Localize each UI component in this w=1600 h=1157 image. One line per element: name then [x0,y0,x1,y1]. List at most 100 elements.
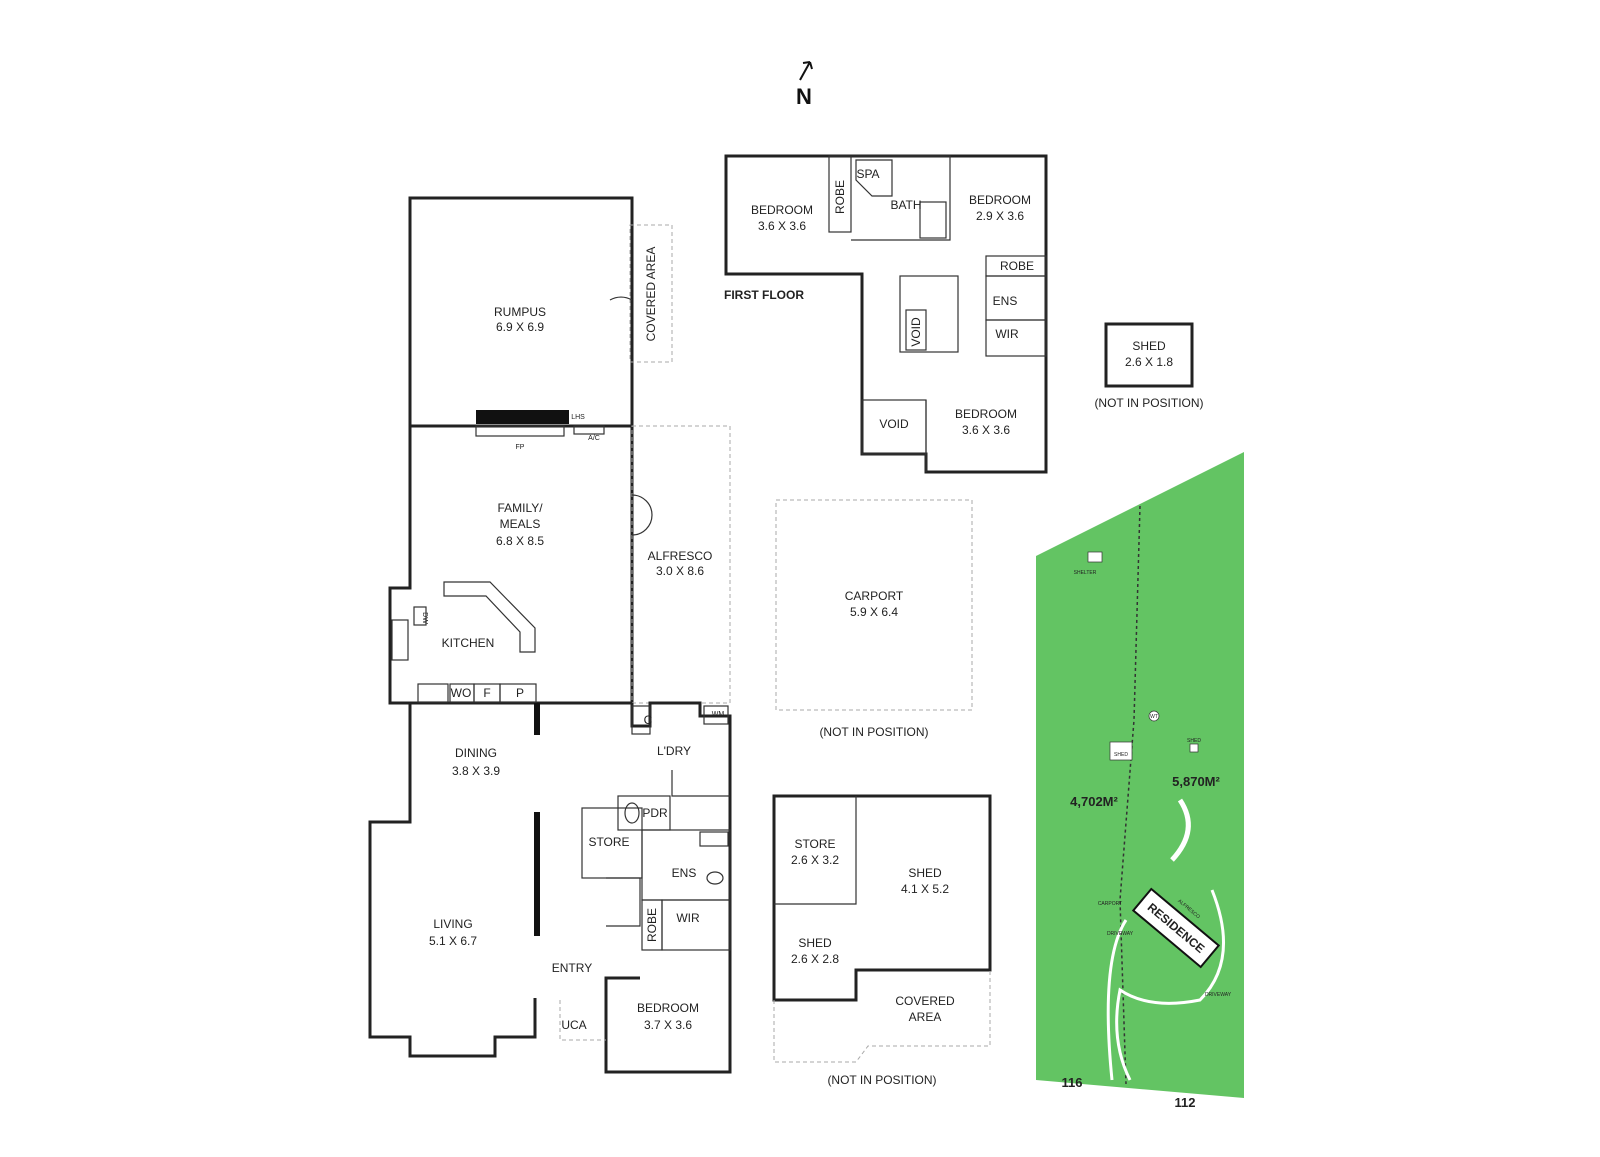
wir-first-label: WIR [995,327,1019,341]
living-label: LIVING [433,917,472,931]
family-meals-walls [388,426,634,705]
first-floor-label: FIRST FLOOR [724,288,804,302]
shower [919,201,947,239]
rumpus-dim: 6.9 X 6.9 [496,320,544,334]
bedroom-ground-dim: 3.7 X 3.6 [644,1018,692,1032]
covered-out-label-1: COVERED [895,994,955,1008]
robe-first-1 [828,155,852,233]
wir-first [985,319,1047,357]
driveway-1-label: DRIVEWAY [1107,931,1134,937]
bedroom3-label: BEDROOM [955,407,1017,421]
ensuite-ground [641,829,731,901]
kitchen-wall-stub [534,703,540,735]
void-1 [905,309,927,351]
alfresco-label: ALFRESCO [648,549,713,563]
f-label: F [483,686,490,700]
bedroom3-dim: 3.6 X 3.6 [962,423,1010,437]
rumpus-label: RUMPUS [494,305,546,319]
dining-living-walls [368,703,537,1058]
lot-left-label: 116 [1062,1075,1083,1090]
driveway-road [1115,889,1226,1081]
bedroom2-label: BEDROOM [969,193,1031,207]
shed-out2-dim: 2.6 X 2.8 [791,952,839,966]
north-arrow-icon [799,61,813,81]
wir-ground-label: WIR [676,911,700,925]
kitchen-island [443,581,536,653]
site-shed-label: SHED [1114,752,1128,758]
service-block-walls [604,701,732,1074]
site-shed-2 [1189,743,1199,753]
pdr-label: PDR [642,806,668,820]
store-out-dim: 2.6 X 3.2 [791,853,839,867]
covered-out-note: (NOT IN POSITION) [827,1073,936,1087]
ground-floor [368,196,732,1074]
north-label: N [796,84,812,109]
bath-label: BATH [890,198,921,212]
shed-out2-label: SHED [798,936,832,950]
store-out-label: STORE [794,837,835,851]
shed-big-label: SHED [908,866,942,880]
fireplace-base [475,425,565,437]
ens-toilet [706,871,724,885]
bedroom-ground-label: BEDROOM [637,1001,699,1015]
void1-label: VOID [909,317,923,347]
covered-area-label: COVERED AREA [644,247,658,342]
dining-dim: 3.8 X 3.9 [452,764,500,778]
pantry [499,683,537,703]
robe2-label: ROBE [1000,259,1034,273]
wir-ground [661,899,731,951]
laundry-partition [671,770,730,797]
small-shed [1104,322,1194,388]
store-ground-label: STORE [588,835,629,849]
dining-label: DINING [455,746,497,760]
uca-area [559,1000,606,1041]
entry-label: ENTRY [552,961,592,975]
water-tank-label: WT [1150,714,1158,720]
wm-label: WM [712,711,725,718]
living-dim: 5.1 X 6.7 [429,934,477,948]
carport-label: CARPORT [845,589,904,603]
lot-right-label: 112 [1175,1095,1196,1110]
carport-note: (NOT IN POSITION) [819,725,928,739]
robe-ground-label: ROBE [645,908,659,942]
ldry-label: L'DRY [657,744,691,758]
fp-label: FP [516,444,525,451]
covered-area-out [773,970,991,1063]
uca-label: UCA [561,1018,586,1032]
site-shed-2-label: SHED [1187,738,1201,744]
outbuilding-walls [772,794,992,1002]
alfresco-dim: 3.0 X 8.6 [656,564,704,578]
shelter-building [1087,551,1103,563]
fireplace-hearth [476,410,569,424]
driveway-road-2 [1106,919,1128,1081]
staircase-first [899,275,959,353]
family-dim: 6.8 X 8.5 [496,534,544,548]
small-shed-dim: 2.6 X 1.8 [1125,355,1173,369]
shelter-label: SHELTER [1074,570,1097,576]
covered-area-rumpus [629,224,673,363]
ac-unit [573,425,605,435]
ens-ground-label: ENS [672,866,697,880]
living-partition [534,812,540,936]
pdr-toilet [624,802,640,824]
washing-machine [703,705,729,725]
bath-room [851,155,951,241]
store-partition [774,796,857,905]
driveway-2-label: DRIVEWAY [1205,992,1232,998]
bedroom1-dim: 3.6 X 3.6 [758,219,806,233]
area-right-label: 5,870M² [1172,774,1220,789]
shed-big-dim: 4.1 X 5.2 [901,882,949,896]
small-shed-label: SHED [1132,339,1166,353]
carport-site-label: CARPORT [1098,901,1122,907]
cooktop [417,683,449,703]
site-plan: RESIDENCE [1036,452,1244,1098]
c-label: C [644,713,653,727]
ens-basin [699,831,729,847]
spa-label: SPA [856,167,879,181]
spa-bath [855,159,893,197]
lhs-label: LHS [571,414,585,421]
robe1-label: ROBE [833,180,847,214]
void2-label: VOID [879,417,909,431]
kitchen-label: KITCHEN [442,636,495,650]
